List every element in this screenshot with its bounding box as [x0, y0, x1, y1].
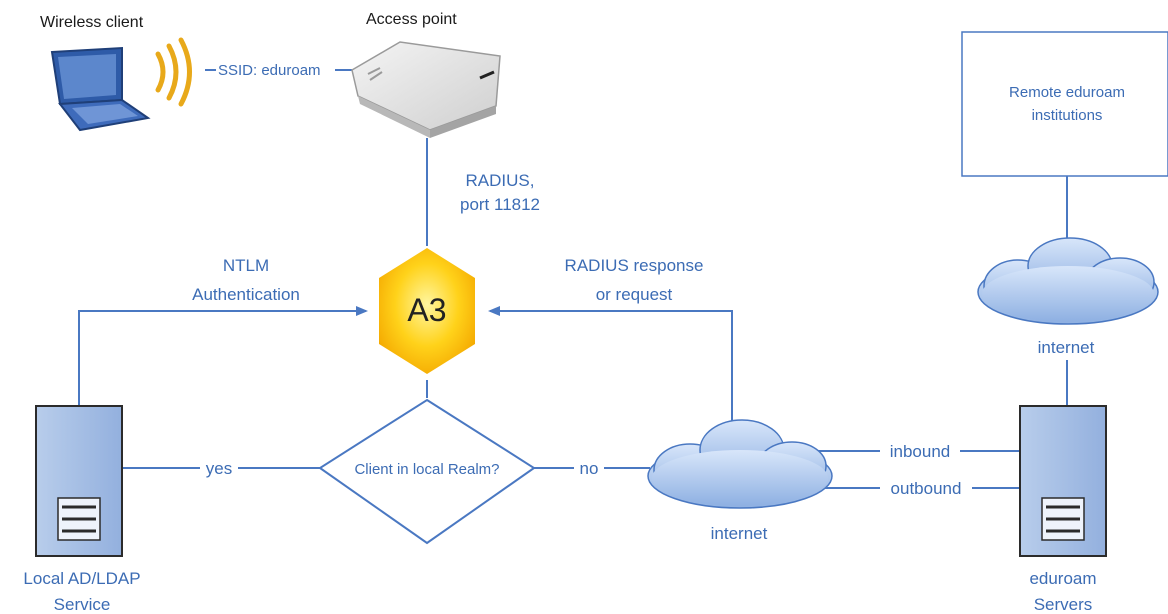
- a3-node: A3: [379, 248, 475, 374]
- wireless-client-label: Wireless client: [40, 14, 144, 31]
- a3-hexagon-icon: [379, 248, 475, 374]
- access-point-label: Access point: [366, 11, 457, 28]
- radius-label-line2: port 11812: [460, 195, 540, 214]
- remote-institutions-line2: institutions: [1032, 107, 1103, 124]
- local-server-label-line2: Service: [54, 595, 111, 614]
- local-server-label-line1: Local AD/LDAP: [23, 569, 140, 588]
- cloud-icon: [977, 237, 1159, 325]
- eduroam-servers-label-line1: eduroam: [1029, 569, 1096, 588]
- radius-label-line1: RADIUS,: [466, 171, 535, 190]
- eduroam-servers: eduroam Servers: [1019, 405, 1107, 614]
- internet-cloud-right: internet: [977, 237, 1159, 357]
- remote-institutions: Remote eduroam institutions: [961, 31, 1168, 177]
- access-point-icon: [351, 41, 501, 138]
- internet-right-label: internet: [1038, 338, 1095, 357]
- remote-institutions-box: [961, 31, 1168, 177]
- wireless-client: Wireless client: [40, 14, 192, 132]
- no-label: no: [580, 459, 599, 478]
- ntlm-label-line2: Authentication: [192, 285, 300, 304]
- internet-center-label: internet: [711, 524, 768, 543]
- server-icon: [35, 405, 123, 557]
- cloud-icon: [647, 419, 833, 509]
- radius-response-label-line2: or request: [596, 285, 673, 304]
- laptop-icon: [50, 46, 151, 132]
- outbound-label: outbound: [891, 479, 962, 498]
- ssid-label: SSID: eduroam: [218, 62, 321, 79]
- decision-node: Client in local Realm?: [318, 398, 536, 545]
- decision-diamond: [318, 398, 536, 545]
- wifi-signal-icon: [155, 37, 192, 107]
- yes-label: yes: [206, 459, 232, 478]
- radius-response-label-line1: RADIUS response: [565, 256, 704, 275]
- a3-label: A3: [407, 292, 446, 328]
- inbound-label: inbound: [890, 442, 951, 461]
- radius-response-arrow: [488, 306, 733, 432]
- connector-lines: [78, 69, 1068, 489]
- remote-institutions-line1: Remote eduroam: [1009, 84, 1125, 101]
- local-server: Local AD/LDAP Service: [23, 405, 141, 614]
- decision-label: Client in local Realm?: [354, 461, 499, 478]
- access-point: Access point: [351, 11, 501, 138]
- ntlm-arrow: [78, 306, 368, 406]
- ntlm-label-line1: NTLM: [223, 256, 269, 275]
- eduroam-servers-label-line2: Servers: [1034, 595, 1093, 614]
- server-icon: [1019, 405, 1107, 557]
- internet-cloud-center: internet: [647, 419, 833, 543]
